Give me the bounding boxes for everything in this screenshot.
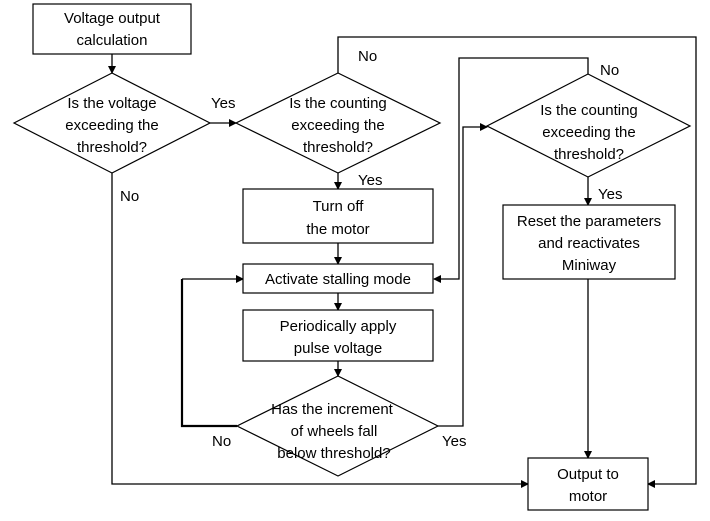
edge-counting2-no [433,57,589,283]
node-text: Periodically apply [280,318,397,335]
node-output-to-motor: Output to motor [527,457,649,511]
node-counting-decision-2: Is the counting exceeding the threshold? [485,73,692,178]
label-voltage-no: No [120,188,139,205]
label-counting1-no: No [358,48,377,65]
label-counting2-no: No [600,62,619,79]
node-voltage-decision: Is the voltage exceeding the threshold? [12,72,212,174]
node-text: motor [569,488,607,505]
label-voltage-yes: Yes [211,95,235,112]
node-text: exceeding the [542,124,635,141]
node-text: the motor [306,221,369,238]
label-increment-no: No [212,433,231,450]
label-counting1-yes: Yes [358,172,382,189]
node-text: Turn off [313,198,365,215]
node-text: threshold? [303,139,373,156]
node-text: threshold? [554,146,624,163]
node-text: exceeding the [291,117,384,134]
node-text: calculation [77,32,148,49]
node-text: Reset the parameters [517,213,661,230]
node-text: Is the voltage [67,95,156,112]
node-text: Activate stalling mode [265,271,411,288]
node-text: Is the counting [540,102,638,119]
edge-counting1-no [337,36,697,488]
node-text: exceeding the [65,117,158,134]
node-text: of wheels fall [291,423,378,440]
node-text: Voltage output [64,10,161,27]
node-voltage-output-calculation: Voltage output calculation [32,3,192,55]
node-text: below threshold? [277,445,390,462]
node-text: Output to [557,466,619,483]
label-increment-yes: Yes [442,433,466,450]
node-increment-decision: Has the increment of wheels fall below t… [235,375,440,477]
node-counting-decision-1: Is the counting exceeding the threshold? [234,72,442,174]
node-text: Has the increment [271,401,394,418]
node-text: and reactivates [538,235,640,252]
node-text: Miniway [562,257,617,274]
node-text: Is the counting [289,95,387,112]
node-text: threshold? [77,139,147,156]
node-reset-parameters: Reset the parameters and reactivates Min… [502,204,676,280]
node-activate-stalling-mode: Activate stalling mode [242,263,434,294]
edge-voltage-no [111,173,529,488]
node-text: pulse voltage [294,340,382,357]
node-periodically-apply-pulse: Periodically apply pulse voltage [242,309,434,362]
edge-increment-yes [438,123,488,427]
label-counting2-yes: Yes [598,186,622,203]
node-turn-off-motor: Turn off the motor [242,188,434,244]
edge-increment-no-loop [180,279,237,428]
